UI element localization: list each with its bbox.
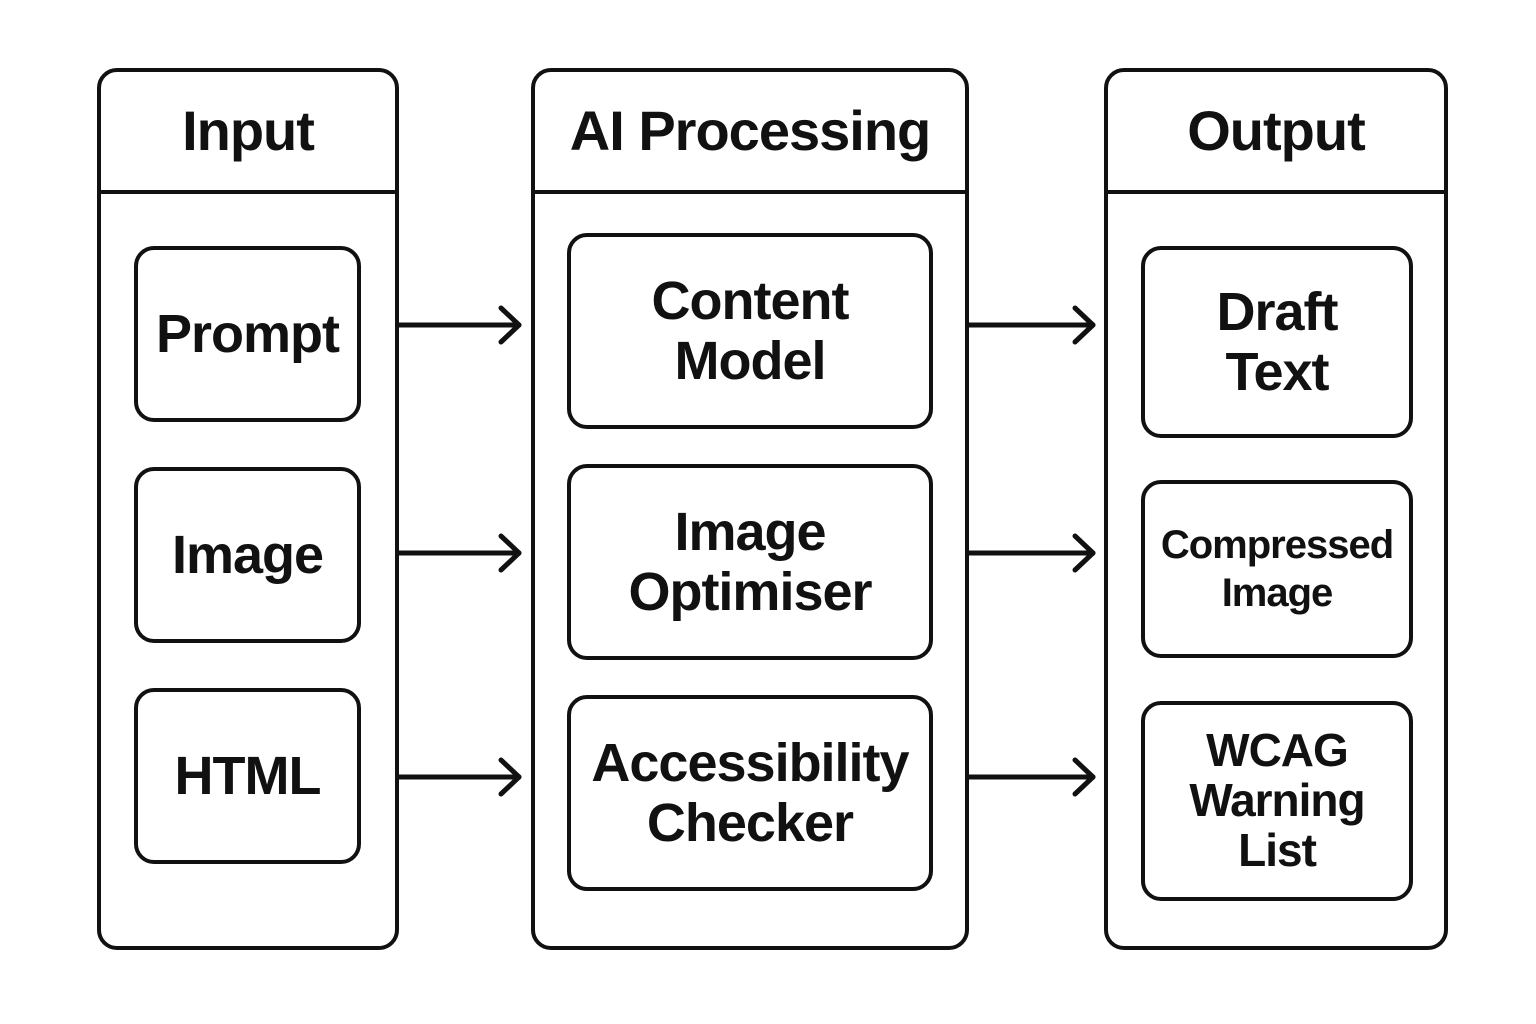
image-input-label: Image — [171, 524, 324, 585]
prompt-node: Prompt — [134, 246, 361, 422]
arrow-html-to-accessibility-checker — [396, 757, 522, 797]
wcag-warning-list-node: WCAG Warning List — [1141, 701, 1413, 901]
accessibility-checker-label: Accessibility Checker — [591, 732, 909, 853]
content-model-label: Content Model — [651, 270, 850, 391]
prompt-label: Prompt — [156, 303, 340, 364]
arrow-image-optimiser-to-compressed-image — [966, 533, 1096, 573]
output-column-title: Output — [1108, 72, 1444, 194]
wcag-warning-list-label: WCAG Warning List — [1189, 724, 1365, 876]
arrow-content-model-to-draft-text — [966, 305, 1096, 345]
draft-text-label: Draft Text — [1216, 281, 1338, 402]
content-model-node: Content Model — [567, 233, 933, 429]
image-optimiser-node: Image Optimiser — [567, 464, 933, 660]
arrow-image-to-image-optimiser — [396, 533, 522, 573]
html-node: HTML — [134, 688, 361, 864]
arrow-prompt-to-content-model — [396, 305, 522, 345]
image-optimiser-label: Image Optimiser — [628, 501, 872, 622]
compressed-image-node: Compressed Image — [1141, 480, 1413, 658]
input-column-title: Input — [101, 72, 395, 194]
compressed-image-label: Compressed Image — [1160, 523, 1394, 615]
html-label: HTML — [174, 745, 322, 806]
arrow-accessibility-checker-to-wcag-warning-list — [966, 757, 1096, 797]
draft-text-node: Draft Text — [1141, 246, 1413, 438]
accessibility-checker-node: Accessibility Checker — [567, 695, 933, 891]
image-input-node: Image — [134, 467, 361, 643]
processing-column-title: AI Processing — [535, 72, 965, 194]
